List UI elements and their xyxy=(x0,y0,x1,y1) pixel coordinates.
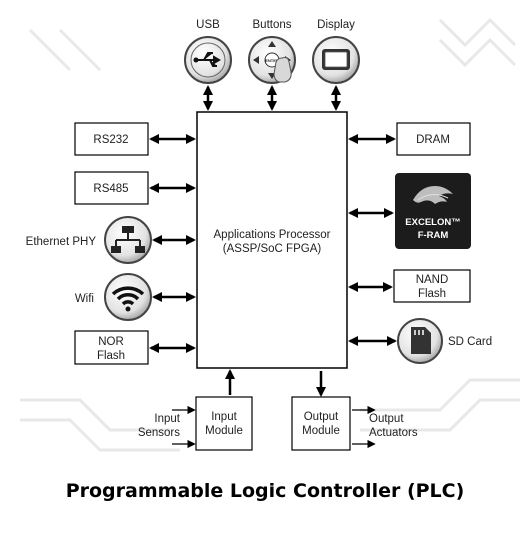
display-label: Display xyxy=(317,19,355,31)
excelon-chip-icon xyxy=(395,173,471,249)
nor-label-line2: Flash xyxy=(97,350,125,362)
input-module-label-line1: Input xyxy=(211,411,237,423)
sd-card-label: SD Card xyxy=(448,336,492,348)
ethernet-phy-label: Ethernet PHY xyxy=(26,236,97,248)
excelon-label-line2: F-RAM xyxy=(418,230,449,241)
input-module-box xyxy=(195,396,253,451)
dram-box xyxy=(396,122,471,156)
sd-card-icon xyxy=(397,318,443,364)
output-module-label-line1: Output xyxy=(304,411,339,423)
processor-label-line2: (ASSP/SoC FPGA) xyxy=(223,243,322,255)
dram-label: DRAM xyxy=(416,134,450,146)
nand-label-line1: NAND xyxy=(416,274,449,286)
output-module-label-line2: Module xyxy=(302,425,340,437)
usb-icon xyxy=(184,36,232,84)
nor-flash-box xyxy=(74,330,149,365)
nor-label-line1: NOR xyxy=(98,336,124,348)
rs485-label: RS485 xyxy=(93,183,128,195)
buttons-icon: ENTER xyxy=(248,36,296,84)
wifi-label: Wifi xyxy=(75,293,94,305)
input-sensors-label-line1: Input xyxy=(154,413,180,425)
ethernet-icon xyxy=(104,216,152,264)
nand-label-line2: Flash xyxy=(418,288,446,300)
enter-key-label: ENTER xyxy=(265,58,279,63)
buttons-label: Buttons xyxy=(253,19,292,31)
circuit-watermark xyxy=(20,17,520,452)
display-icon xyxy=(312,36,360,84)
processor-label-line1: Applications Processor xyxy=(214,229,331,241)
usb-label: USB xyxy=(196,19,220,31)
nand-flash-box xyxy=(393,269,471,303)
wifi-icon xyxy=(104,273,152,321)
output-module-box xyxy=(291,396,351,451)
input-module-label-line2: Module xyxy=(205,425,243,437)
applications-processor-box xyxy=(196,111,348,369)
input-sensors-label-line2: Sensors xyxy=(138,427,180,439)
output-actuators-label-line1: Output xyxy=(369,413,404,425)
diagram-caption: Programmable Logic Controller (PLC) xyxy=(65,480,465,502)
excelon-label-line1: EXCELON™ xyxy=(405,217,460,228)
finger-icon xyxy=(273,57,292,83)
rs232-box xyxy=(74,122,149,156)
output-actuators-label-line2: Actuators xyxy=(369,427,418,439)
rs232-label: RS232 xyxy=(93,134,128,146)
rs485-box xyxy=(74,171,149,205)
